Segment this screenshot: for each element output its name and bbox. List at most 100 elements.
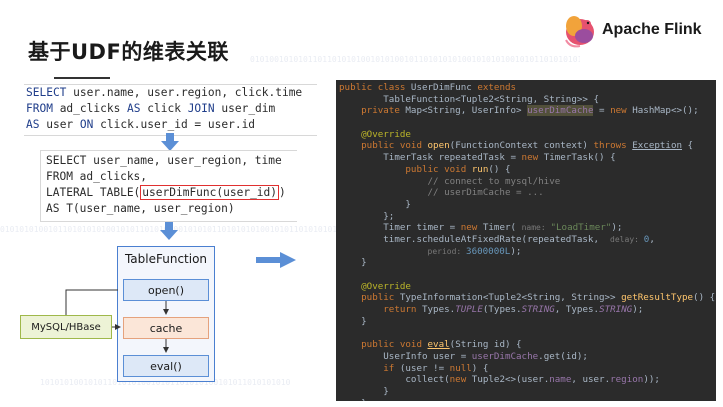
code-line: // userDimCache = ... — [339, 187, 544, 199]
sql-query-box — [40, 150, 297, 222]
code-line: public class UserDimFunc extends — [339, 82, 716, 94]
code-token: TimerTask() { — [543, 152, 616, 164]
code-line: Timer timer = new Timer( name: "LoadTime… — [339, 222, 716, 234]
code-token: new — [460, 222, 483, 234]
table-function-title: TableFunction — [124, 252, 208, 266]
code-line: if (user != null) { — [339, 363, 716, 375]
background-pattern: 0101001010101101101010100101010010110101… — [250, 55, 580, 64]
code-line: period: 3600000L); — [339, 246, 716, 258]
mysql-hbase-box: MySQL/HBase — [20, 315, 112, 339]
code-token: new — [610, 105, 633, 117]
code-token: HashMap<>(); — [632, 105, 699, 117]
code-token: TypeInformation<Tuple2<String, String>> — [399, 292, 622, 304]
code-token: userDimCache — [471, 350, 539, 362]
code-line: }; — [339, 210, 395, 222]
code-line: TimerTask repeatedTask = new TimerTask()… — [339, 152, 716, 164]
code-token: new — [449, 374, 472, 386]
sql-text: user_dim — [221, 102, 276, 115]
code-token: UserInfo user = — [339, 350, 472, 362]
code-token: public void — [339, 339, 428, 351]
java-code-editor: public class UserDimFunc extends TableFu… — [336, 80, 716, 401]
code-token: run — [471, 163, 489, 175]
code-line: public void run() { — [339, 164, 716, 176]
code-token: Timer timer = — [339, 222, 461, 234]
code-token: () { — [488, 163, 511, 175]
code-line: } — [339, 315, 367, 327]
code-token: 3600000L — [466, 245, 511, 257]
code-token: userDimCache — [527, 105, 594, 117]
sql-line: AS T(user_name, user_region) — [46, 202, 235, 215]
sql-keyword: AS — [127, 102, 148, 115]
code-line: public void open(FunctionContext context… — [339, 140, 716, 152]
code-token: getResultType — [621, 292, 694, 304]
sql-keyword: ON — [79, 118, 101, 131]
code-token: throws — [593, 140, 633, 152]
code-token: () { — [693, 292, 716, 304]
code-token: Exception — [632, 140, 683, 152]
code-line: UserInfo user = userDimCache.get(id); — [339, 351, 716, 363]
title-underline — [54, 77, 110, 79]
sql-keyword: JOIN — [187, 102, 222, 115]
code-token: delay: — [610, 234, 644, 244]
background-pattern: 1010101001010110101010010101101010100101… — [40, 378, 291, 387]
sql-text: click — [147, 102, 188, 115]
code-token: eval — [427, 339, 450, 351]
code-token: Tuple2<>(user. — [471, 374, 550, 386]
code-token: region — [610, 374, 644, 386]
code-line: } — [339, 385, 389, 397]
code-token: STRING — [599, 304, 633, 316]
sql-query-lateral: SELECT user_name, user_region, time FROM… — [46, 153, 286, 217]
code-token: ); — [632, 304, 644, 316]
code-token: 0 — [643, 233, 650, 245]
code-token: , — [649, 233, 655, 245]
code-token: STRING — [521, 304, 555, 316]
sql-text: ad_clicks — [59, 102, 128, 115]
code-token: Map<String, UserInfo> — [405, 105, 528, 117]
sql-line: SELECT user.name, user.region, click.tim… — [26, 85, 316, 101]
code-token — [339, 246, 428, 257]
code-token: { — [682, 140, 694, 152]
sql-text: LATERAL TABLE( — [46, 186, 141, 199]
code-line: TableFunction<Tuple2<String, String>> { — [339, 93, 599, 105]
code-line: public TypeInformation<Tuple2<String, St… — [339, 292, 716, 304]
code-token: if — [339, 362, 400, 374]
code-line: } — [339, 198, 411, 210]
sql-keyword: FROM — [26, 102, 60, 115]
page-title: 基于UDF的维表关联 — [28, 40, 229, 64]
code-token: TUPLE — [455, 304, 483, 316]
sql-keyword: AS — [26, 118, 47, 131]
code-token: .get(id); — [538, 350, 588, 362]
arrow-right-icon — [256, 252, 296, 268]
code-token: open — [427, 140, 450, 152]
code-token: private — [339, 105, 406, 117]
code-line: } — [339, 257, 367, 269]
sql-line: SELECT user_name, user_region, time — [46, 154, 282, 167]
sql-text: user.name, user.region, click.time — [73, 86, 303, 99]
cache-box: cache — [123, 317, 209, 339]
sql-text: ) — [279, 186, 286, 199]
code-line — [339, 327, 716, 339]
code-line — [339, 269, 716, 281]
code-token: , Types. — [554, 304, 600, 316]
open-method-box: open() — [123, 279, 209, 301]
code-token: new — [521, 152, 544, 164]
code-token: name: — [521, 223, 551, 233]
code-line: collect(new Tuple2<>(user.name, user.reg… — [339, 374, 716, 386]
sql-line: FROM ad_clicks, — [46, 170, 148, 183]
code-line — [339, 117, 716, 129]
logo-text: Apache Flink — [602, 21, 702, 38]
code-line: } — [339, 398, 716, 401]
code-token: "LoadTimer" — [550, 222, 612, 234]
code-token: ); — [510, 245, 522, 257]
flink-logo — [565, 16, 594, 48]
code-token: , user. — [571, 374, 611, 386]
code-line: // connect to mysql/hive — [339, 175, 561, 187]
code-token: extends — [477, 82, 517, 93]
sql-line: FROM ad_clicks AS click JOIN user_dim — [26, 101, 316, 117]
udf-call-highlight: userDimFunc(user_id) — [140, 185, 280, 200]
code-token: (FunctionContext context) — [449, 140, 594, 152]
code-token: UserDimFunc — [410, 82, 478, 93]
code-token: Types. — [421, 304, 456, 316]
code-token: Timer( — [482, 222, 522, 234]
